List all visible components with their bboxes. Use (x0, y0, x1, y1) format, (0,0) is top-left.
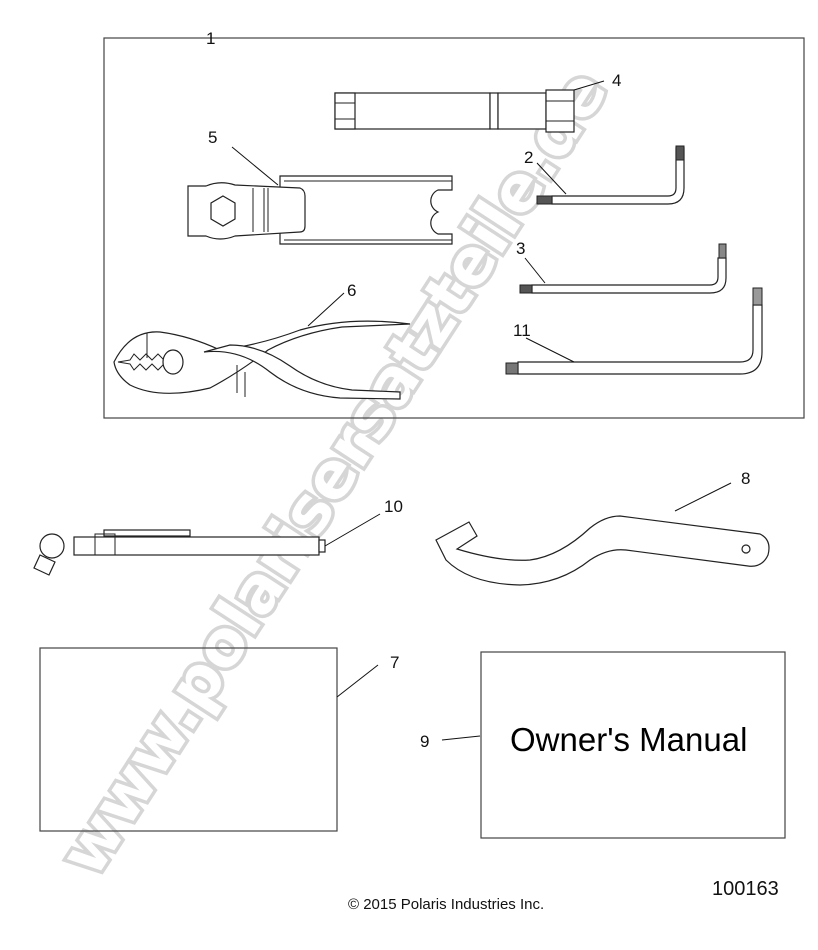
leader-3 (524, 257, 546, 284)
hex-key-large (505, 287, 763, 375)
callout-10: 10 (384, 497, 403, 516)
callout-1: 1 (206, 29, 215, 48)
callout-4: 4 (612, 71, 621, 90)
spanner-wrench (435, 515, 770, 586)
copyright-text: © 2015 Polaris Industries Inc. (348, 896, 544, 913)
callout-7: 7 (390, 653, 399, 672)
callout-11: 11 (513, 321, 531, 340)
owners-manual-title: Owner's Manual (510, 721, 747, 758)
callout-2: 2 (524, 148, 533, 167)
callout-5: 5 (208, 128, 217, 147)
owners-manual-cover (480, 651, 786, 839)
leader-9 (441, 735, 481, 741)
leader-11 (525, 337, 575, 363)
spark-plug-socket (334, 89, 575, 133)
callout-8: 8 (741, 469, 750, 488)
kit-box-outline (103, 37, 805, 419)
tire-pressure-gauge (33, 529, 326, 576)
pliers (113, 320, 411, 400)
leader-2 (536, 162, 567, 195)
wrench-handle (187, 175, 453, 245)
callout-3: 3 (516, 239, 525, 258)
callout-9: 9 (420, 732, 429, 751)
leader-10 (324, 513, 381, 547)
hex-key-medium (519, 243, 727, 294)
leader-6 (307, 292, 345, 327)
leader-5 (231, 146, 279, 186)
hex-key-small (536, 145, 685, 205)
leader-7 (336, 664, 379, 698)
figure-number: 100163 (712, 878, 779, 900)
leader-4 (573, 80, 605, 91)
callout-6: 6 (347, 281, 356, 300)
leader-8 (674, 482, 732, 512)
blank-card (39, 647, 338, 832)
